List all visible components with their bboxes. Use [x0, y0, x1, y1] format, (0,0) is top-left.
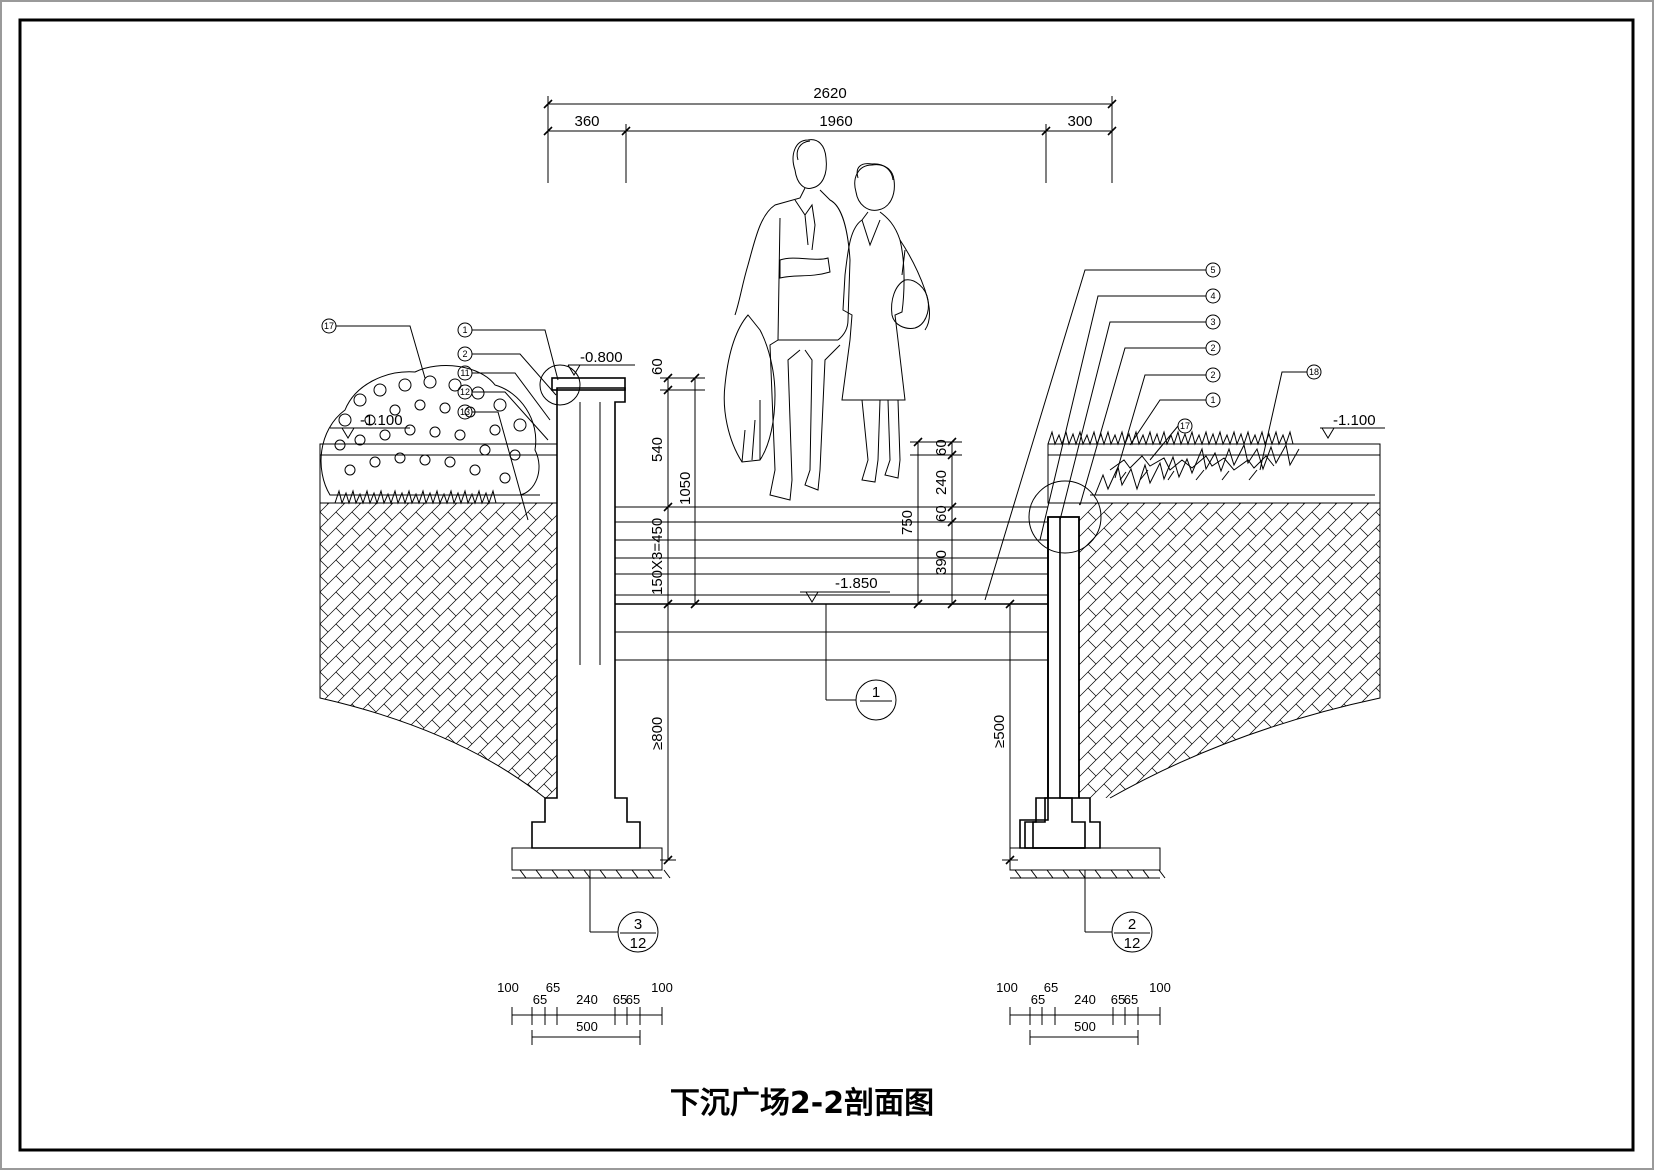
- dim-right-b: 240: [933, 470, 950, 495]
- drawing-title: 下沉广场2-2剖面图: [670, 1086, 934, 1121]
- dim-right: 300: [1067, 113, 1092, 130]
- callout-left-11: 11: [460, 368, 469, 378]
- callout-left-12: 12: [460, 387, 470, 397]
- callout-right-5: 5: [1210, 265, 1215, 275]
- footR-top-0: 100: [996, 980, 1018, 995]
- right-wall: [1009, 480, 1166, 879]
- elev-right-planter: -1.100: [1333, 412, 1376, 429]
- footR-top-2: 65: [1111, 992, 1125, 1007]
- section-2-num: 2: [1128, 916, 1136, 933]
- callout-right-2a: 2: [1210, 343, 1215, 353]
- dim-overall: 2620: [813, 85, 846, 102]
- footL-mid-0: 65: [533, 992, 547, 1007]
- footL-top-2: 65: [613, 992, 627, 1007]
- callout-right-18: 18: [1309, 367, 1319, 377]
- elev-floor: -1.850: [835, 575, 878, 592]
- callout-right-2b: 2: [1210, 370, 1215, 380]
- detail-circle-left: [539, 364, 581, 406]
- callout-left-1: 1: [462, 325, 467, 335]
- right-callouts: 5 4 3 2 2 1 17 18: [984, 262, 1322, 601]
- dim-left-footing: ≥800: [649, 717, 666, 750]
- section-2-den: 12: [1124, 935, 1141, 952]
- dim-left: 360: [574, 113, 599, 130]
- footR-total: 500: [1074, 1019, 1096, 1034]
- section-mark-3-12: 3 12: [589, 870, 659, 953]
- left-shrub: [320, 365, 540, 505]
- callout-right-3: 3: [1210, 317, 1215, 327]
- footL-mid-2: 65: [626, 992, 640, 1007]
- dim-steps: 150X3=450: [649, 518, 666, 595]
- people-figure: [723, 139, 930, 501]
- dim-middle: 1960: [819, 113, 852, 130]
- left-soil: [319, 503, 557, 799]
- inner-frame: [18, 18, 1635, 1152]
- elev-left-wall-top: -0.800: [580, 349, 623, 366]
- footL-mid-1: 240: [576, 992, 598, 1007]
- footL-top-3: 100: [651, 980, 673, 995]
- right-soil: [1079, 503, 1381, 799]
- dim-left-total: 1050: [677, 472, 694, 505]
- elevation-marks: -0.800 -1.100 -1.100 -1.850: [330, 349, 1385, 603]
- dim-right-total: 750: [899, 510, 916, 535]
- section-mark-floor: 1: [825, 604, 897, 721]
- section-3-den: 12: [630, 935, 647, 952]
- dim-right-a: 60: [933, 439, 950, 456]
- callout-right-17: 17: [1180, 421, 1190, 431]
- dim-right-footing: ≥500: [991, 715, 1008, 748]
- section-3-num: 3: [634, 916, 642, 933]
- footL-top-0: 100: [497, 980, 519, 995]
- left-wall: [511, 364, 671, 879]
- callout-left-2: 2: [462, 349, 467, 359]
- footR-mid-2: 65: [1124, 992, 1138, 1007]
- footR-mid-0: 65: [1031, 992, 1045, 1007]
- dim-left-upper: 540: [649, 437, 666, 462]
- footR-top-3: 100: [1149, 980, 1171, 995]
- dim-right-c: 60: [933, 505, 950, 522]
- footL-top-1: 65: [546, 980, 560, 995]
- left-callouts: 17 1 2 11 12 13: [321, 318, 559, 521]
- dim-left-cap: 60: [649, 358, 666, 375]
- footR-mid-1: 240: [1074, 992, 1096, 1007]
- callout-right-4: 4: [1210, 291, 1215, 301]
- footing-dims-left: 100 65 65 100 65 240 65 500: [497, 980, 673, 1045]
- callout-right-1: 1: [1210, 395, 1215, 405]
- footing-dims-right: 100 65 65 100 65 240 65 500: [996, 980, 1171, 1045]
- footL-total: 500: [576, 1019, 598, 1034]
- callout-left-17: 17: [324, 321, 334, 331]
- footR-top-1: 65: [1044, 980, 1058, 995]
- detail-circle-right: [1028, 480, 1102, 554]
- top-dimensions: 2620 360 1960 300: [543, 85, 1117, 183]
- section-1-num: 1: [872, 684, 880, 701]
- section-mark-2-12: 2 12: [1084, 870, 1153, 953]
- dim-right-d: 390: [933, 550, 950, 575]
- callout-left-13: 13: [460, 407, 470, 417]
- vertical-dimensions: 60 540 1050 150X3=450 750 60 240 60 390 …: [649, 358, 1018, 865]
- elev-left-planter: -1.100: [360, 412, 403, 429]
- sunken-floor: [614, 506, 1049, 661]
